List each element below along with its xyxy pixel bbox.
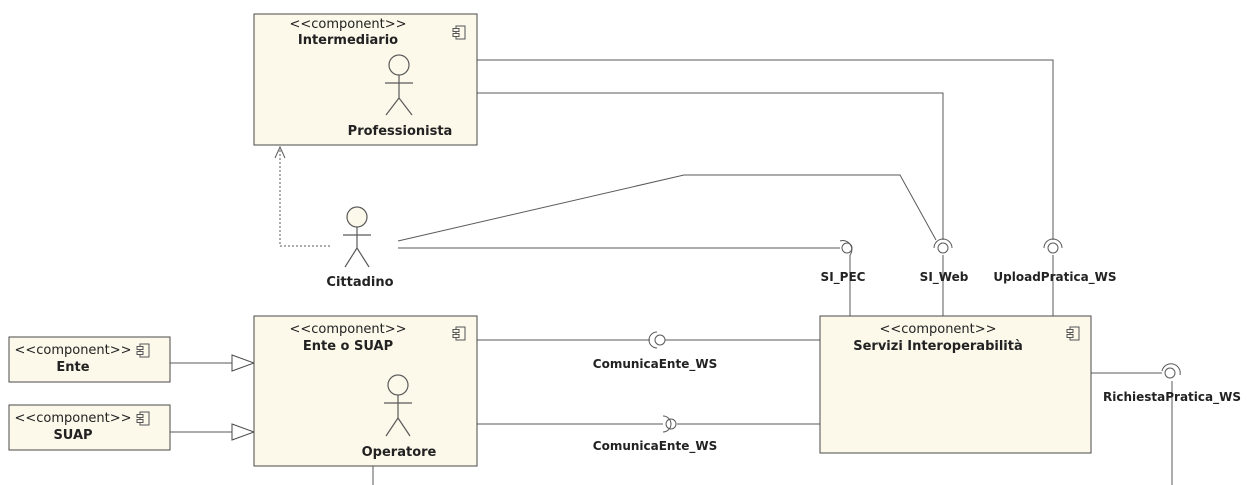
dependency-cittadino-intermediario	[279, 150, 330, 247]
component-name: Ente	[56, 360, 89, 375]
component-intermediario[interactable]: <<component>> Intermediario Professionis…	[253, 13, 478, 146]
stereotype-label: <<component>>	[289, 322, 406, 337]
actor-cittadino[interactable]: Cittadino	[326, 206, 394, 290]
component-name: Intermediario	[298, 33, 398, 48]
component-servizi-interoperabilita[interactable]: <<component>> Servizi Interoperabilità	[819, 315, 1092, 454]
generalization-suap-arrow	[231, 423, 256, 441]
actor-name: Professionista	[348, 124, 453, 139]
stereotype-label: <<component>>	[14, 343, 131, 358]
interface-si-pec[interactable]: SI_PEC	[821, 240, 866, 285]
professionista-actor-icon	[385, 54, 413, 116]
interface-label: RichiestaPratica_WS	[1103, 390, 1241, 405]
connector-intermediario-upload	[477, 59, 1054, 240]
component-name: Ente o SUAP	[303, 339, 393, 354]
stereotype-label: <<component>>	[289, 17, 406, 32]
operatore-actor-icon	[384, 374, 412, 437]
interface-label: UploadPratica_WS	[993, 270, 1116, 285]
actor-name: Cittadino	[326, 275, 393, 290]
component-suap[interactable]: <<component>> SUAP	[8, 404, 171, 451]
interface-comunica-ente-1[interactable]: ComunicaEnte_WS	[593, 331, 717, 372]
interface-comunica-ente-2[interactable]: ComunicaEnte_WS	[593, 415, 717, 454]
stereotype-label: <<component>>	[14, 411, 131, 426]
interface-si-web[interactable]: SI_Web	[920, 238, 969, 285]
connector-professionista-siweb	[455, 92, 944, 240]
actor-name: Operatore	[362, 445, 437, 460]
component-ente-o-suap[interactable]: <<component>> Ente o SUAP Operatore	[253, 315, 478, 467]
interface-label: ComunicaEnte_WS	[593, 357, 717, 372]
interface-label: ComunicaEnte_WS	[593, 439, 717, 454]
interface-label: SI_PEC	[821, 270, 866, 285]
component-name: Servizi Interoperabilità	[853, 339, 1023, 354]
interface-richiesta-pratica[interactable]: RichiestaPratica_WS	[1103, 363, 1241, 405]
component-ente[interactable]: <<component>> Ente	[8, 336, 171, 383]
stereotype-label: <<component>>	[879, 322, 996, 337]
component-name: SUAP	[53, 428, 92, 443]
interface-label: SI_Web	[920, 270, 969, 285]
generalization-ente-arrow	[231, 354, 256, 372]
interface-upload-pratica[interactable]: UploadPratica_WS	[993, 238, 1117, 285]
connector-cittadino-siweb	[397, 174, 937, 242]
dependency-arrowhead	[274, 145, 286, 159]
